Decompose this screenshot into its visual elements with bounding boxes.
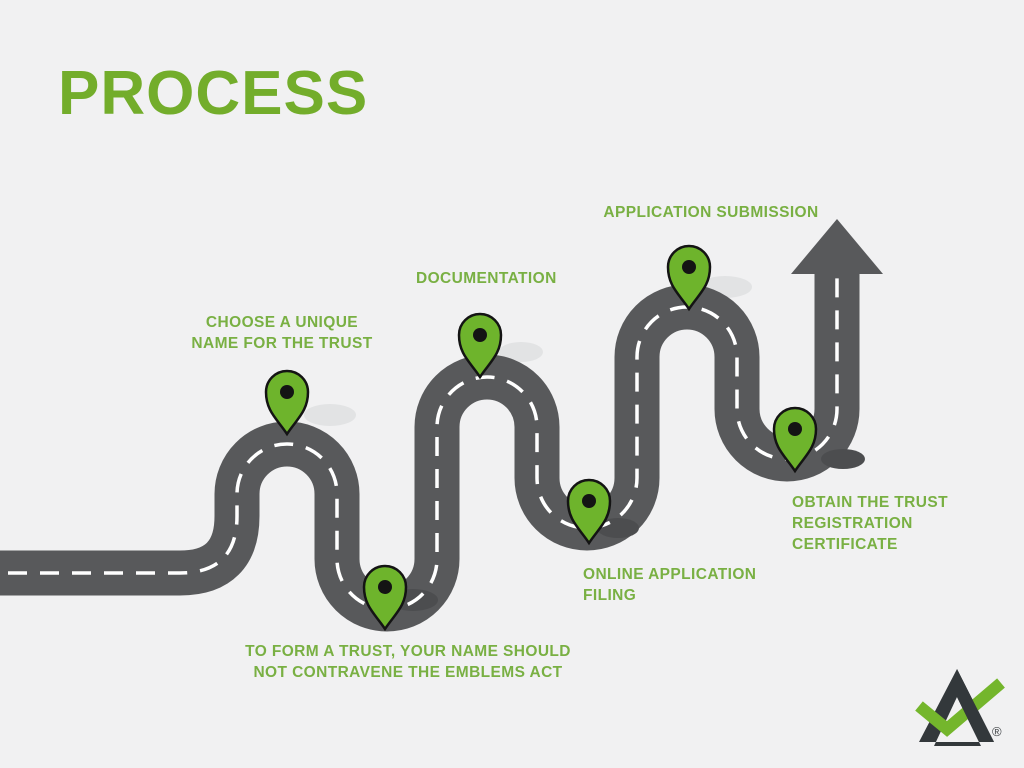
page-title: PROCESS	[58, 59, 369, 128]
step-label-line: NAME FOR THE TRUST	[191, 335, 373, 352]
pin-shadow	[304, 404, 356, 426]
map-pin-icon	[362, 564, 408, 631]
pin-shadow	[499, 342, 543, 362]
pin-shadow-dark	[821, 449, 865, 469]
map-pin-icon	[566, 478, 612, 545]
pin-dot	[682, 260, 696, 274]
step-label-line: ONLINE APPLICATION	[583, 566, 757, 583]
step-label-line: FILING	[583, 587, 637, 604]
step-label-emblems-act: TO FORM A TRUST, YOUR NAME SHOULD NOT CO…	[245, 641, 571, 683]
map-pin-icon	[264, 369, 310, 436]
step-label-documentation: DOCUMENTATION	[416, 268, 557, 289]
pin-dot	[582, 494, 596, 508]
registered-trademark-symbol: ®	[992, 724, 1002, 739]
step-label-obtain-certificate: OBTAIN THE TRUST REGISTRATION CERTIFICAT…	[792, 492, 948, 555]
map-pin-icon	[457, 312, 503, 379]
step-label-choose-name: CHOOSE A UNIQUE NAME FOR THE TRUST	[191, 312, 372, 354]
map-pin-icon	[666, 244, 712, 311]
step-label-line: DOCUMENTATION	[416, 270, 557, 287]
pin-dot	[473, 328, 487, 342]
step-label-line: CHOOSE A UNIQUE	[205, 314, 359, 331]
logo-right-leg	[957, 669, 994, 742]
checkmark-logo-icon	[915, 669, 1005, 746]
step-label-line: OBTAIN THE TRUST	[792, 494, 948, 511]
step-label-line: CERTIFICATE	[792, 536, 898, 553]
step-label-line: REGISTRATION	[792, 515, 913, 532]
pin-dot	[280, 385, 294, 399]
arrow-up-icon	[791, 219, 883, 274]
road-path	[0, 274, 837, 609]
map-pin-icon	[772, 406, 818, 473]
pin-dot	[788, 422, 802, 436]
pin-dot	[378, 580, 392, 594]
step-label-line: NOT CONTRAVENE THE EMBLEMS ACT	[253, 664, 563, 681]
logo-checkmark	[915, 678, 1005, 737]
step-label-line: APPLICATION SUBMISSION	[603, 204, 819, 221]
step-label-online-filing: ONLINE APPLICATION FILING	[583, 564, 756, 606]
step-label-line: TO FORM A TRUST, YOUR NAME SHOULD	[245, 643, 571, 660]
step-label-application-submission: APPLICATION SUBMISSION	[603, 202, 818, 223]
